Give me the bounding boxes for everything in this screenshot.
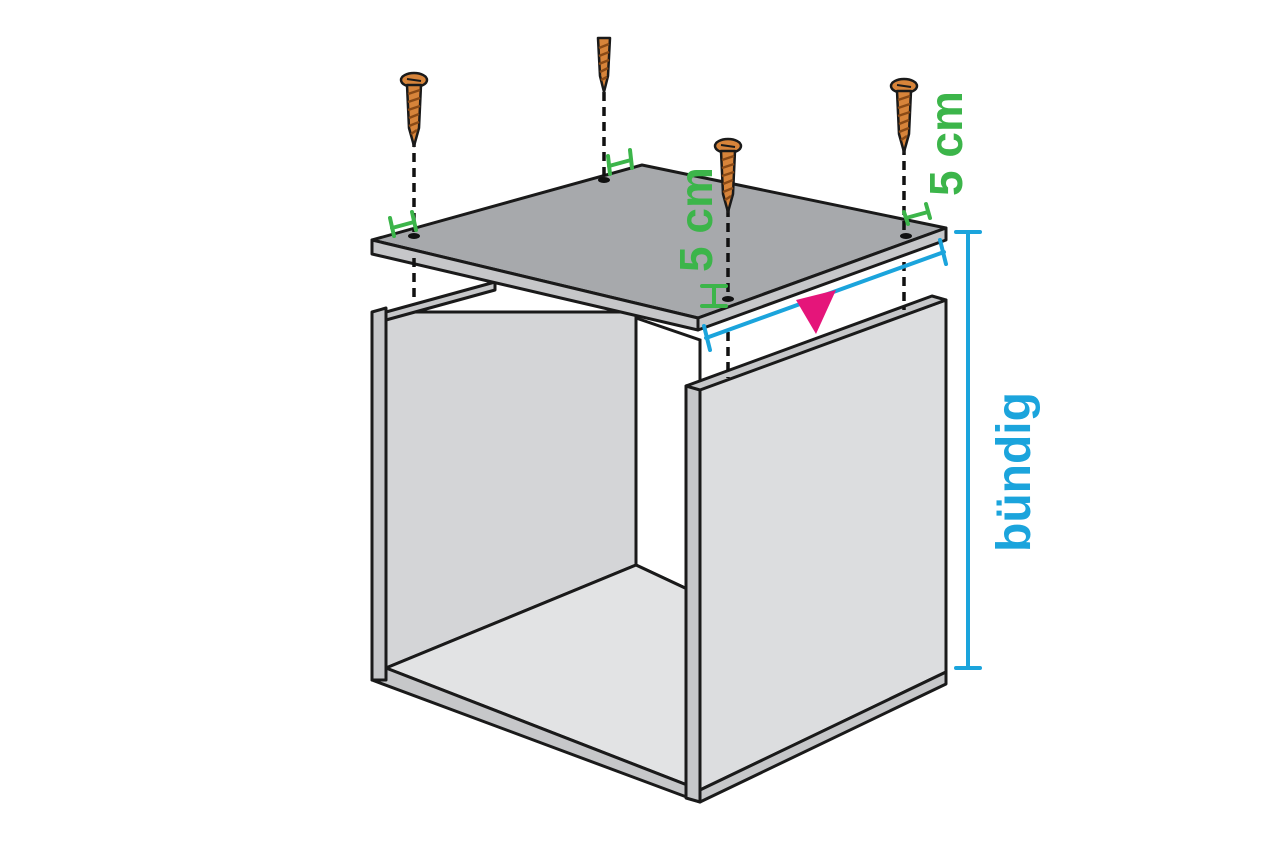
edge-measure-cap-right (938, 238, 948, 266)
spacing-label-left: 5 cm (670, 167, 722, 272)
right-side-bottom-edge (698, 670, 948, 804)
screw-icon (889, 77, 919, 154)
screw-icon (596, 36, 612, 94)
top-panel-right-edge (696, 226, 948, 332)
screw-icon (399, 71, 429, 148)
spacing-label-right: 5 cm (920, 91, 972, 196)
hole-back (598, 177, 610, 183)
spacing-marker-left (388, 210, 418, 238)
right-side-front-edge (684, 380, 702, 804)
right-side-top-edge (684, 294, 948, 392)
flush-label: bündig (988, 392, 1041, 552)
spacing-markers (388, 148, 932, 308)
arrow-down-icon (796, 290, 836, 334)
hole-left (408, 233, 420, 239)
cube-body (370, 280, 948, 804)
spacing-marker-back (606, 148, 634, 176)
spacing-marker-right (902, 202, 932, 226)
edge-measure-cap-left (702, 324, 712, 352)
hole-front (722, 296, 734, 302)
left-side-front-edge (370, 306, 388, 682)
hole-right (900, 233, 912, 239)
spacing-marker-front (700, 284, 728, 308)
top-panel (370, 163, 948, 332)
